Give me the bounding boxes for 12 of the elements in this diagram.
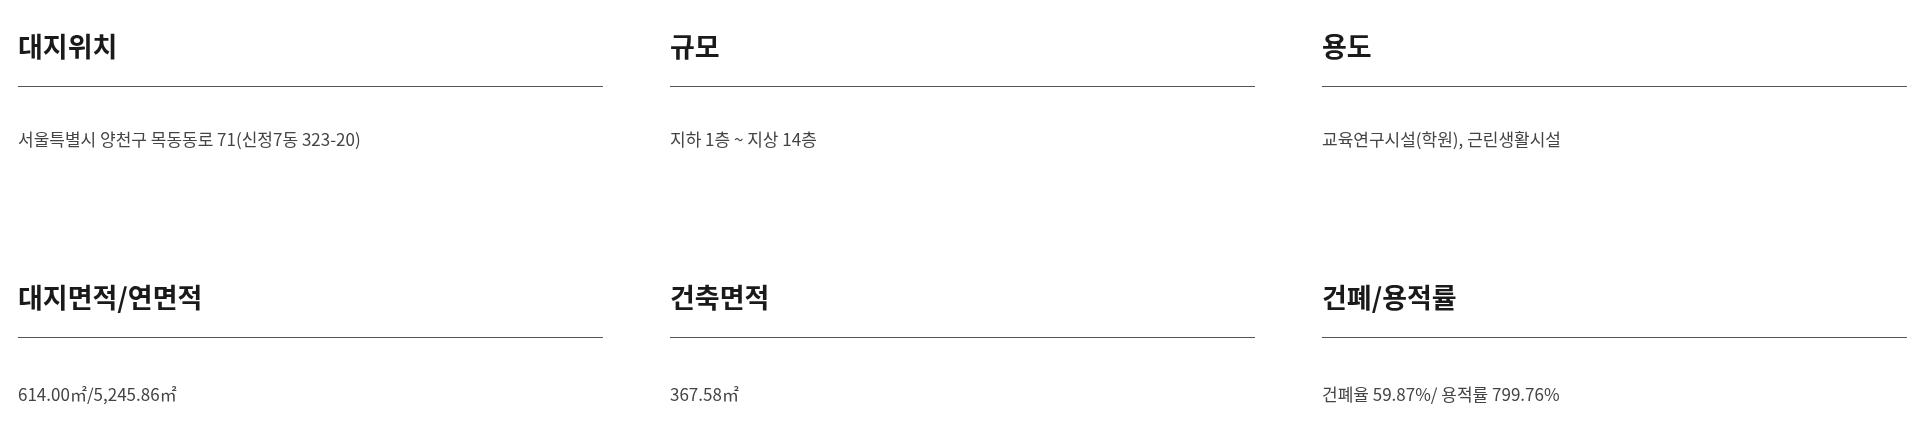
section-heading: 대지위치 xyxy=(18,26,118,65)
section-value: 교육연구시설(학원), 근린생활시설 xyxy=(1322,126,1561,151)
section-heading: 대지면적/연면적 xyxy=(18,277,203,316)
section-value: 지하 1층 ~ 지상 14층 xyxy=(670,126,817,151)
section-heading: 용도 xyxy=(1322,26,1372,65)
section-value: 367.58㎡ xyxy=(670,381,739,406)
section-value: 건폐율 59.87%/ 용적률 799.76% xyxy=(1322,381,1560,406)
section-heading: 건축면적 xyxy=(670,277,770,316)
section-value: 서울특별시 양천구 목동동로 71(신정7동 323-20) xyxy=(18,126,361,151)
section-heading: 건폐/용적률 xyxy=(1322,277,1457,316)
section-heading: 규모 xyxy=(670,26,720,65)
section-value: 614.00㎡/5,245.86㎡ xyxy=(18,381,177,406)
